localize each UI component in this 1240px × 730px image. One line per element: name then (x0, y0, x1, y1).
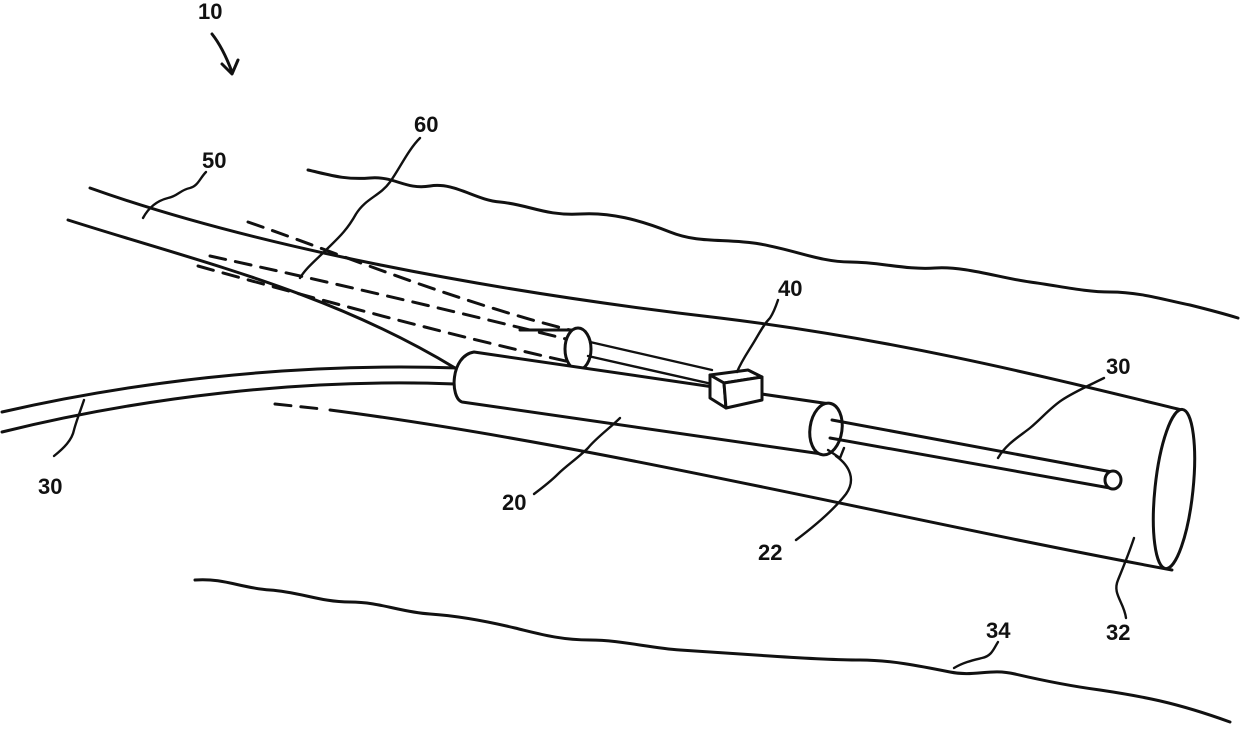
label-50: 50 (202, 148, 226, 173)
label-32: 32 (1106, 620, 1130, 645)
label-10: 10 (198, 0, 222, 24)
label-30-left: 30 (38, 474, 62, 499)
label-34: 34 (986, 618, 1011, 643)
sheath-lower-edge (68, 220, 455, 368)
sensor-cube (710, 370, 762, 408)
label-22: 22 (758, 540, 782, 565)
lead-tube-end (565, 328, 591, 370)
guidewire-left-lower (2, 383, 455, 432)
lead-dash-middle (210, 256, 570, 340)
label-60: 60 (414, 112, 438, 137)
lead-dash-lower (198, 266, 570, 362)
sheath-lower-dash (275, 404, 322, 409)
label-30-right: 30 (1106, 354, 1130, 379)
sheath-distal-end (1147, 407, 1202, 570)
leader-60 (300, 138, 420, 278)
leader-30-right (998, 378, 1104, 458)
leader-30-left (54, 400, 84, 456)
label-40: 40 (778, 276, 802, 301)
leader-40 (737, 300, 778, 372)
leader-34 (954, 642, 998, 668)
guidewire-tip (1105, 471, 1121, 489)
guidewire-left-upper (2, 367, 458, 412)
label-20: 20 (502, 490, 526, 515)
leader-22 (796, 456, 851, 540)
leader-50 (143, 172, 206, 218)
vessel-wall-lower (195, 580, 1230, 722)
system-arrow (212, 34, 232, 72)
vessel-wall-upper (308, 170, 1238, 318)
leader-32 (1116, 538, 1134, 618)
